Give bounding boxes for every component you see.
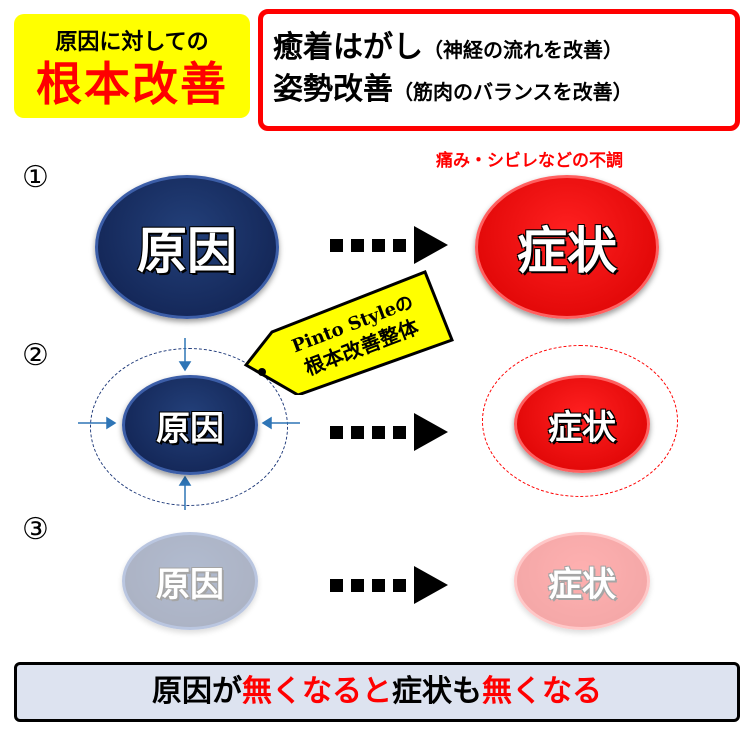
step-number: ① bbox=[22, 160, 49, 195]
conclusion-text: 症状も bbox=[392, 674, 482, 709]
symptom-note: 痛み・シビレなどの不調 bbox=[436, 151, 623, 171]
method-note: （神経の流れを改善） bbox=[423, 38, 623, 62]
symptom-label: 症状 bbox=[548, 564, 616, 605]
conclusion-text: 原因が bbox=[152, 674, 242, 709]
root-improvement-box: 原因に対しての 根本改善 bbox=[14, 14, 250, 118]
method-main: 癒着はがし bbox=[273, 30, 423, 65]
method-note: （筋肉のバランスを改善） bbox=[393, 80, 633, 104]
cause-label: 原因 bbox=[156, 408, 224, 449]
cause-ellipse-small: 原因 bbox=[122, 375, 258, 475]
conclusion-highlight: 無くなると bbox=[242, 674, 392, 709]
conclusion-highlight: 無くなる bbox=[482, 674, 602, 709]
arrow-icon bbox=[330, 226, 448, 264]
symptom-ellipse-faded: 症状 bbox=[514, 532, 650, 630]
yellow-line2: 根本改善 bbox=[36, 57, 228, 111]
cause-label: 原因 bbox=[137, 221, 237, 280]
arrow-icon bbox=[330, 413, 448, 451]
step-number: ③ bbox=[22, 512, 49, 547]
symptom-dashed-circle bbox=[482, 345, 678, 497]
cause-label: 原因 bbox=[156, 564, 224, 605]
methods-box: 癒着はがし（神経の流れを改善） 姿勢改善（筋肉のバランスを改善） bbox=[258, 9, 740, 131]
compression-arrows-icon bbox=[78, 338, 300, 510]
cause-dashed-circle bbox=[90, 348, 288, 506]
method-posture: 姿勢改善（筋肉のバランスを改善） bbox=[273, 70, 735, 112]
symptom-ellipse: 症状 bbox=[475, 175, 659, 319]
symptom-ellipse-small: 症状 bbox=[514, 375, 650, 473]
cause-ellipse-faded: 原因 bbox=[122, 532, 258, 630]
step-number: ② bbox=[22, 338, 49, 373]
method-main: 姿勢改善 bbox=[273, 72, 393, 107]
cause-ellipse: 原因 bbox=[95, 175, 279, 319]
symptom-label: 症状 bbox=[548, 407, 616, 448]
arrow-icon bbox=[330, 566, 448, 604]
method-adhesion: 癒着はがし（神経の流れを改善） bbox=[273, 28, 735, 70]
conclusion-banner: 原因が無くなると症状も無くなる bbox=[14, 662, 740, 722]
pinto-style-tag: Pinto Styleの 根本改善整体 bbox=[243, 270, 454, 395]
yellow-line1: 原因に対しての bbox=[55, 29, 209, 55]
symptom-label: 症状 bbox=[517, 221, 617, 280]
